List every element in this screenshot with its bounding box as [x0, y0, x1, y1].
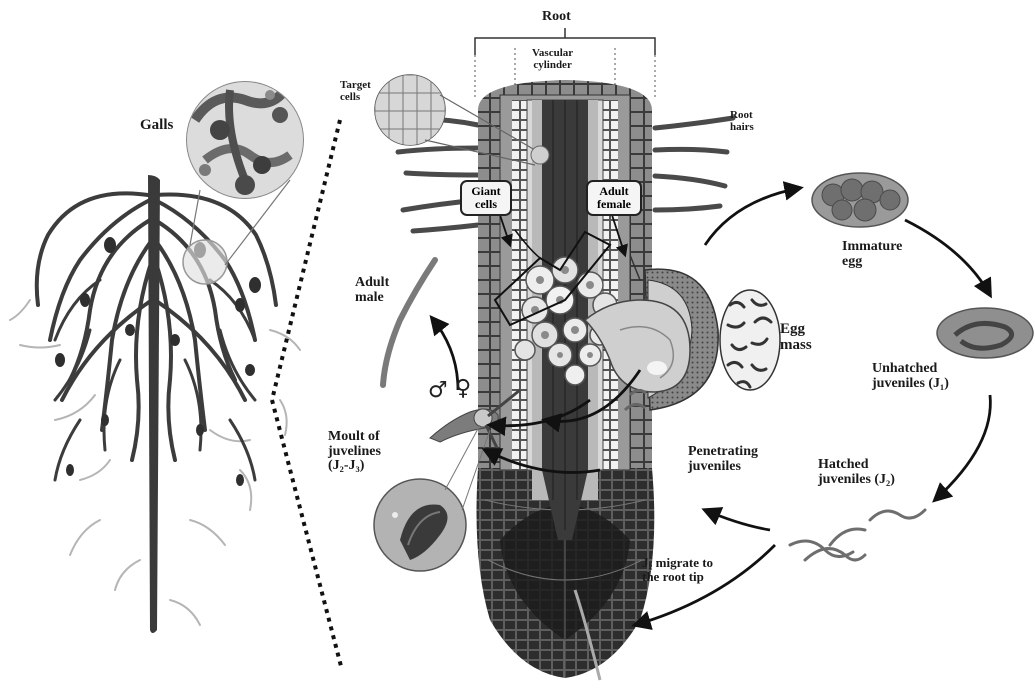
- hatched-juveniles-worms: [790, 510, 925, 560]
- giant-line-2: cells: [464, 198, 508, 211]
- root-system-illustration: [10, 175, 300, 633]
- gall-magnified-circle: [185, 80, 305, 200]
- unhatched-juveniles-label: Unhatched juveniles (J₁): [872, 362, 949, 391]
- unhatched-line-2: juveniles (J₁): [872, 377, 949, 392]
- root-hairs-line-2: hairs: [730, 122, 754, 134]
- root-hairs-line-1: Root: [730, 110, 754, 122]
- adult-male-label: Adult male: [355, 276, 389, 305]
- penetrating-juveniles-label: Penetrating juveniles: [688, 445, 758, 474]
- penetrating-line-1: Penetrating: [688, 445, 758, 460]
- vascular-cylinder-label: Vascular cylinder: [532, 48, 573, 71]
- vascular-line-2: cylinder: [532, 60, 573, 72]
- male-symbol: ♂: [428, 378, 448, 403]
- female-symbol: ♀: [455, 376, 471, 401]
- adult-female-line-2: female: [590, 198, 638, 211]
- adult-male-line-1: Adult: [355, 276, 389, 291]
- moult-of-juveniles-label: Moult of juvelines (J₂-J₃): [328, 430, 381, 474]
- adult-female-label: Adult female: [586, 180, 642, 216]
- root-label: Root: [542, 10, 571, 25]
- unhatched-line-1: Unhatched: [872, 362, 949, 377]
- unhatched-juvenile-egg-illustration: [937, 308, 1033, 358]
- vascular-line-1: Vascular: [532, 48, 573, 60]
- target-line-1: Target: [340, 80, 371, 92]
- immature-line-1: Immature: [842, 240, 902, 255]
- immature-egg-illustration: [812, 173, 908, 227]
- hatched-juveniles-label: Hatched juveniles (J₂): [818, 458, 895, 487]
- egg-mass-illustration: [720, 290, 780, 390]
- immature-egg-label: Immature egg: [842, 240, 902, 269]
- moult-line-2: juvelines: [328, 445, 381, 460]
- egg-mass-line-2: mass: [780, 338, 812, 354]
- target-cells-label: Target cells: [340, 80, 371, 103]
- hatched-line-2: juveniles (J₂): [818, 473, 895, 488]
- giant-cells-label: Giant cells: [460, 180, 512, 216]
- hatched-line-1: Hatched: [818, 458, 895, 473]
- galls-label: Galls: [140, 118, 173, 134]
- j2-migrate-label: J₂ migrate to the root tip: [642, 556, 713, 583]
- moult-magnified-circle: [374, 425, 490, 571]
- migrate-line-2: the root tip: [642, 570, 713, 584]
- moult-line-1: Moult of: [328, 430, 381, 445]
- adult-male-line-2: male: [355, 291, 389, 306]
- egg-mass-line-1: Egg: [780, 322, 812, 338]
- target-line-2: cells: [340, 92, 371, 104]
- penetrating-line-2: juveniles: [688, 460, 758, 475]
- egg-mass-label: Egg mass: [780, 322, 812, 354]
- migrate-line-1: J₂ migrate to: [642, 556, 713, 570]
- immature-line-2: egg: [842, 255, 902, 270]
- moult-line-3: (J₂-J₃): [328, 459, 381, 474]
- root-hairs-label: Root hairs: [730, 110, 754, 133]
- adult-male-worm: [383, 260, 435, 385]
